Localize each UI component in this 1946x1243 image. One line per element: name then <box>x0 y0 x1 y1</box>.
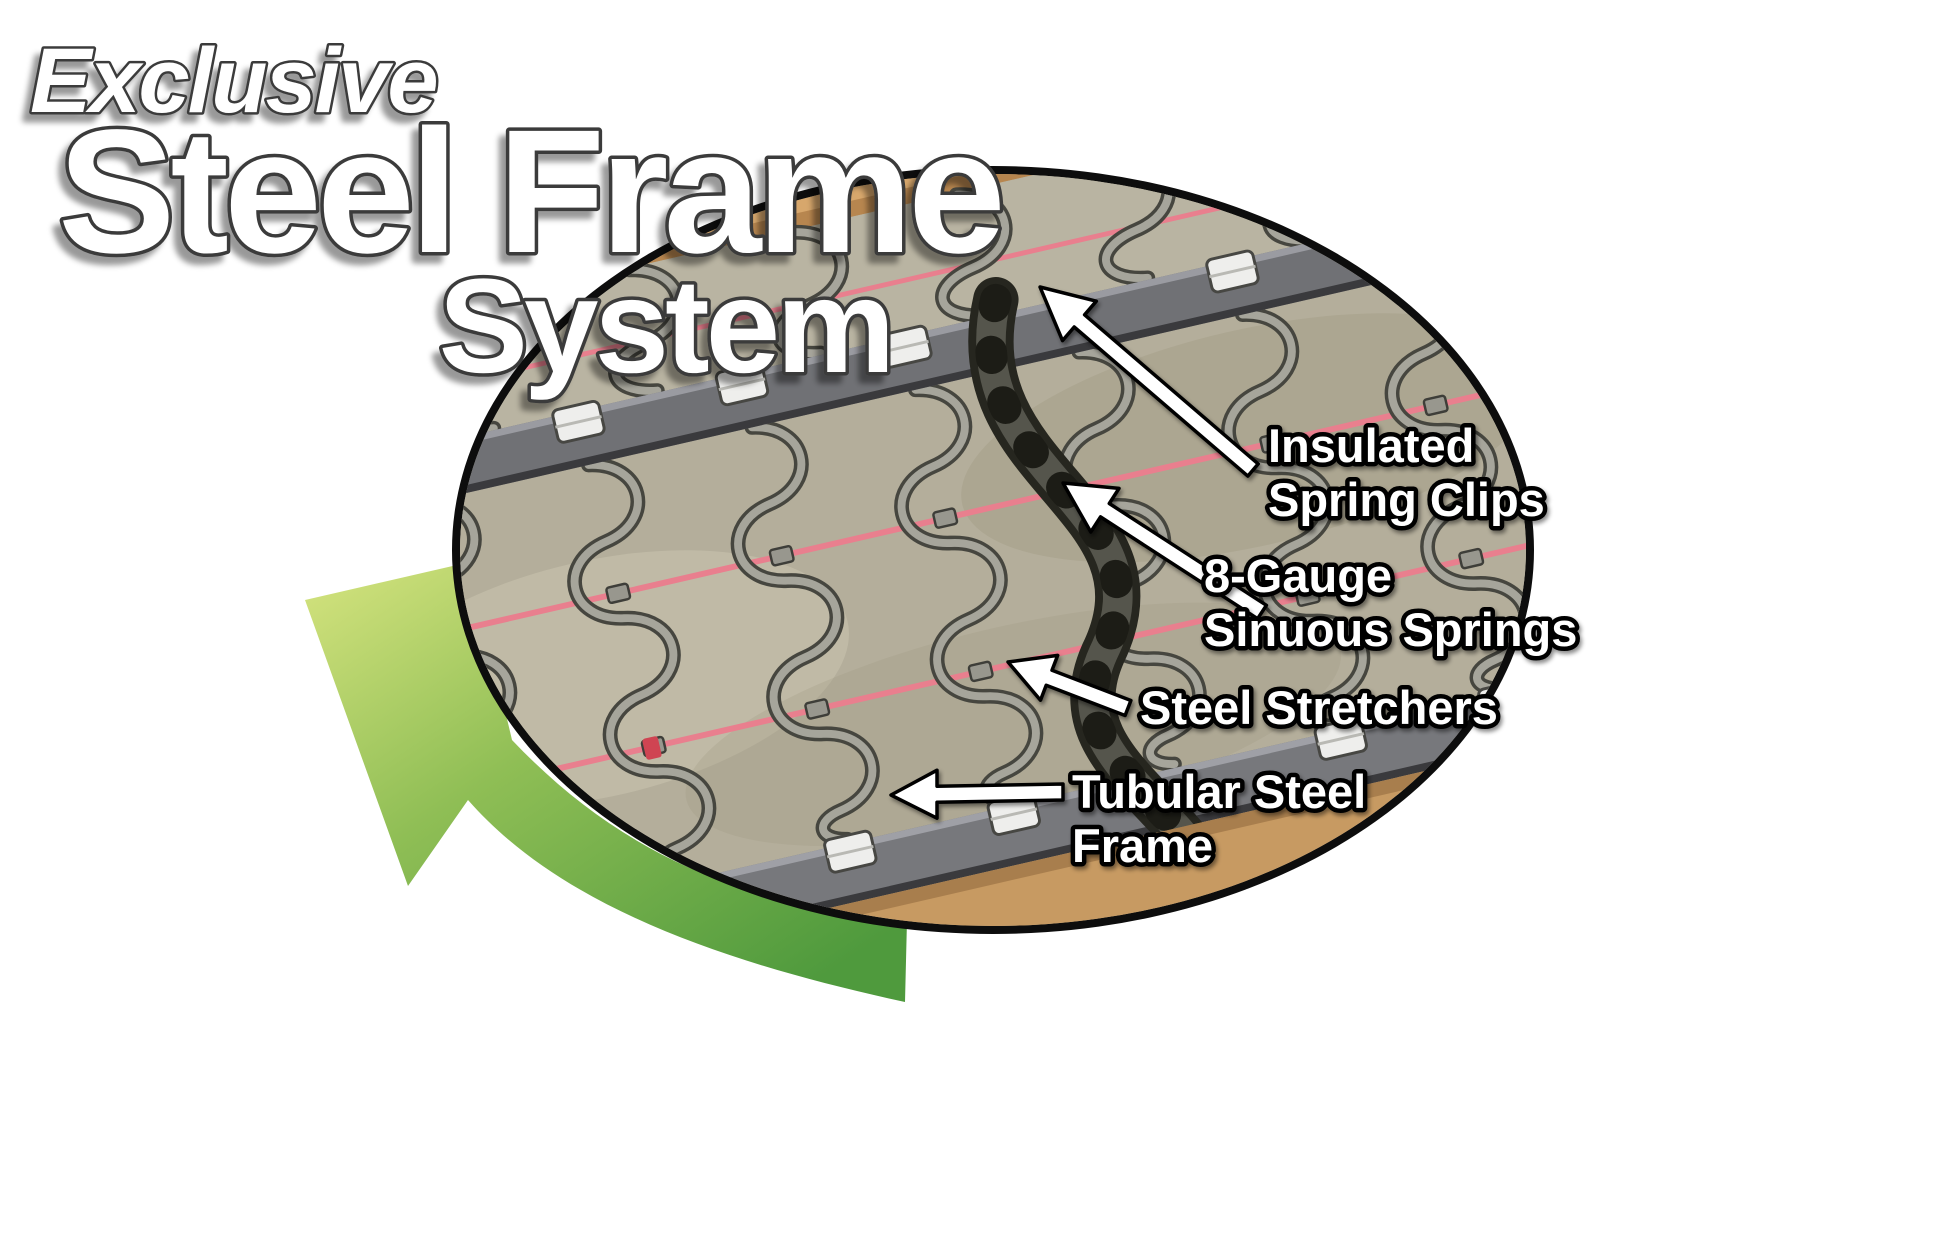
wood-edge-shadow-bottom <box>460 593 1526 926</box>
frame-photo-ellipse <box>452 166 1534 934</box>
green-swoosh-arrow <box>305 562 907 1002</box>
wood-edge-shadow <box>460 174 1526 438</box>
canvas-upper <box>460 174 1526 562</box>
red-tie-marks <box>460 620 662 760</box>
frame-illustration <box>460 174 1526 926</box>
